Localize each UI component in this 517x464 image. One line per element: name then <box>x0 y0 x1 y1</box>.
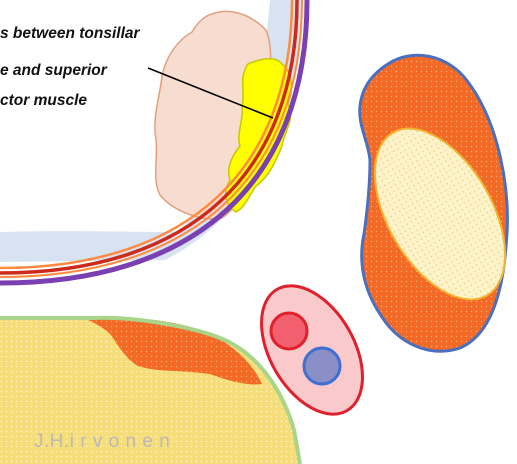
annotation-line-3: ctor muscle <box>0 92 87 109</box>
annotation-line-2: e and superior <box>0 62 108 79</box>
vein <box>304 348 340 384</box>
annotation-line-1: s between tonsillar <box>0 25 141 42</box>
author-signature: J.H.i r v o n e n <box>34 431 170 452</box>
artery <box>271 313 307 349</box>
